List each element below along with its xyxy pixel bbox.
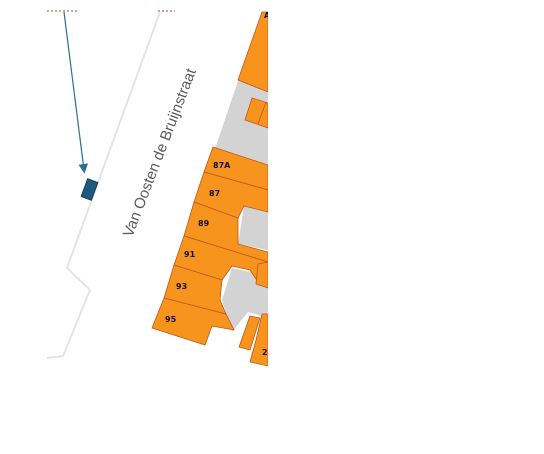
parcel-divider	[257, 101, 267, 125]
house-number-label: 87A	[213, 161, 231, 170]
gray-building	[214, 75, 268, 168]
house-number-label: 93	[176, 282, 187, 291]
partial-label: A	[264, 11, 271, 20]
house-number-label: 89	[198, 219, 210, 228]
parcel-87a	[203, 146, 268, 191]
house-number-label: 91	[184, 250, 196, 259]
parcel	[237, 11, 268, 93]
gray-building	[238, 206, 268, 250]
house-number-label: 95	[165, 315, 177, 324]
parcel	[249, 313, 268, 367]
parcel-95	[151, 297, 235, 346]
parcel	[255, 261, 268, 289]
parcel	[238, 315, 261, 351]
partial-label: 2	[262, 348, 268, 357]
rectangle-marker-icon[interactable]	[80, 178, 99, 201]
arrow-pointer-icon	[63, 11, 89, 174]
parcel	[244, 97, 268, 129]
house-number-label: 87	[209, 189, 220, 198]
